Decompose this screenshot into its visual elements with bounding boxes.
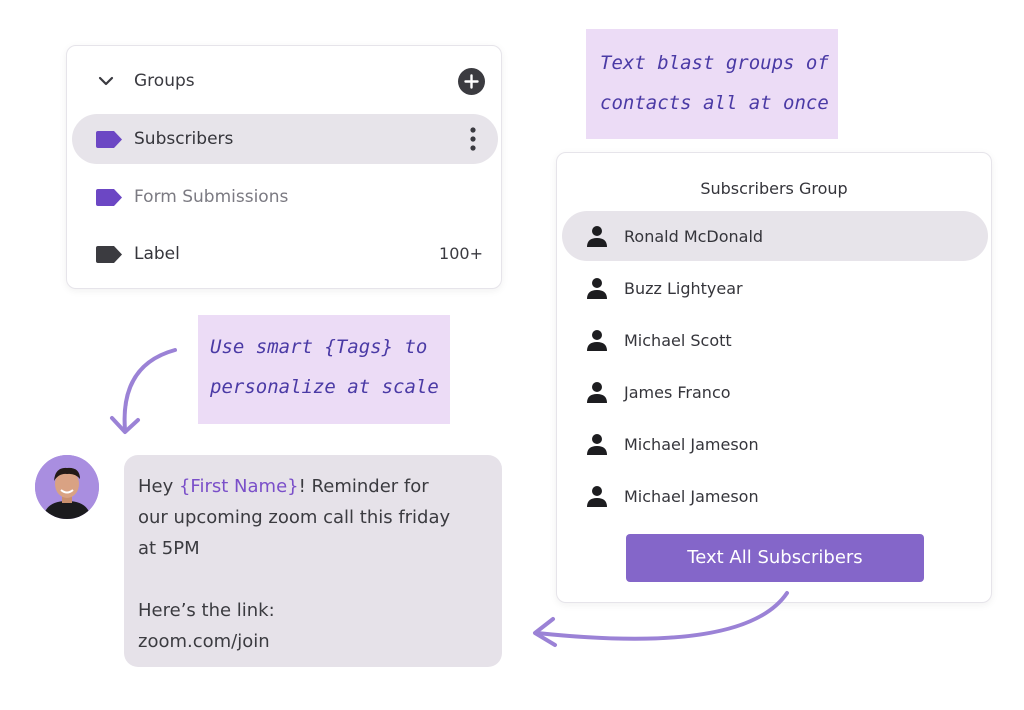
note-line: Text blast groups of (600, 52, 829, 74)
add-group-button[interactable] (458, 68, 485, 95)
contact-name: Michael Jameson (624, 487, 759, 506)
label-tag-icon (96, 189, 122, 206)
person-icon (587, 330, 607, 351)
text-all-subscribers-button[interactable]: Text All Subscribers (626, 534, 924, 582)
avatar (35, 455, 99, 519)
group-item-label: Label (134, 244, 180, 264)
curved-arrow-icon (110, 348, 177, 434)
message-preview[interactable]: Hey {First Name}! Reminder for our upcom… (124, 455, 502, 667)
group-item-count: 100+ (439, 244, 483, 263)
more-vertical-icon[interactable] (470, 127, 476, 151)
subscribers-panel: Subscribers Group Ronald McDonald Buzz L… (556, 152, 992, 603)
person-icon (587, 226, 607, 247)
groups-header[interactable]: Groups (67, 60, 501, 104)
smart-tag-first-name: {First Name} (178, 476, 299, 497)
contact-name: Michael Scott (624, 331, 732, 350)
label-tag-icon (96, 131, 122, 148)
groups-panel: Groups Subscribers Form Submissions Labe… (66, 45, 502, 289)
person-icon (587, 434, 607, 455)
message-line: at 5PM (138, 538, 200, 559)
contact-row[interactable]: Michael Scott (562, 315, 988, 365)
message-line: Here’s the link: (138, 600, 275, 621)
contact-name: James Franco (624, 383, 731, 402)
plus-circle-icon (464, 74, 479, 89)
label-tag-icon (96, 246, 122, 263)
group-item-label: Form Submissions (134, 187, 289, 207)
group-item-subscribers[interactable]: Subscribers (72, 114, 498, 164)
contact-row[interactable]: James Franco (562, 367, 988, 417)
groups-title: Groups (134, 71, 195, 91)
chevron-down-icon[interactable] (97, 72, 115, 90)
message-link: zoom.com/join (138, 631, 270, 652)
message-line: Hey {First Name}! Reminder for (138, 471, 502, 502)
person-icon (587, 486, 607, 507)
sticky-note-smart-tags: Use smart {Tags} to personalize at scale (198, 315, 450, 424)
contact-row[interactable]: Buzz Lightyear (562, 263, 988, 313)
person-icon (587, 382, 607, 403)
sticky-note-group-blast: Text blast groups of contacts all at onc… (586, 29, 838, 139)
contact-row[interactable]: Ronald McDonald (562, 211, 988, 261)
note-line: contacts all at once (600, 92, 829, 114)
message-line: our upcoming zoom call this friday (138, 507, 451, 528)
message-text: ! Reminder for (298, 476, 429, 497)
message-greeting: Hey (138, 476, 179, 497)
group-item-label-row[interactable]: Label 100+ (72, 229, 498, 279)
contact-name: Michael Jameson (624, 435, 759, 454)
subscribers-group-title: Subscribers Group (700, 179, 848, 198)
contact-name: Buzz Lightyear (624, 279, 743, 298)
message-spacer (138, 564, 502, 595)
group-item-label: Subscribers (134, 129, 234, 149)
contact-row[interactable]: Michael Jameson (562, 419, 988, 469)
contact-name: Ronald McDonald (624, 227, 764, 246)
curved-arrow-icon (533, 591, 789, 647)
contact-row[interactable]: Michael Jameson (562, 471, 988, 521)
group-item-form-submissions[interactable]: Form Submissions (72, 172, 498, 222)
person-icon (587, 278, 607, 299)
avatar-person-icon (35, 455, 99, 519)
note-line: personalize at scale (210, 376, 439, 398)
note-line: Use smart {Tags} to (210, 336, 428, 358)
